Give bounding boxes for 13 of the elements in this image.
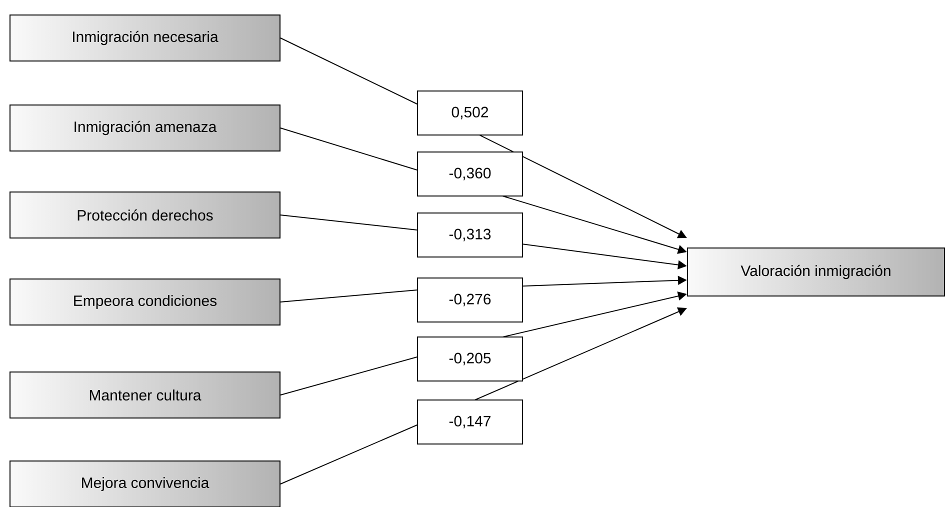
variable-box: Mejora convivencia: [10, 460, 280, 507]
variable-box: Empeora condiciones: [10, 278, 280, 326]
coefficient-label: -0,360: [417, 152, 523, 196]
coefficient-label: -0,276: [417, 278, 523, 322]
variable-box: Inmigración amenaza: [10, 104, 280, 152]
coefficient-label: 0,502: [417, 90, 523, 136]
variable-box: Valoración inmigración: [687, 248, 945, 296]
coefficient-label: -0,205: [417, 336, 523, 382]
variable-box: Inmigración necesaria: [10, 14, 280, 62]
coefficient-label: -0,313: [417, 212, 523, 258]
variable-box: Mantener cultura: [10, 372, 280, 418]
coefficient-label: -0,147: [417, 400, 523, 444]
variable-box: Protección derechos: [10, 192, 280, 238]
